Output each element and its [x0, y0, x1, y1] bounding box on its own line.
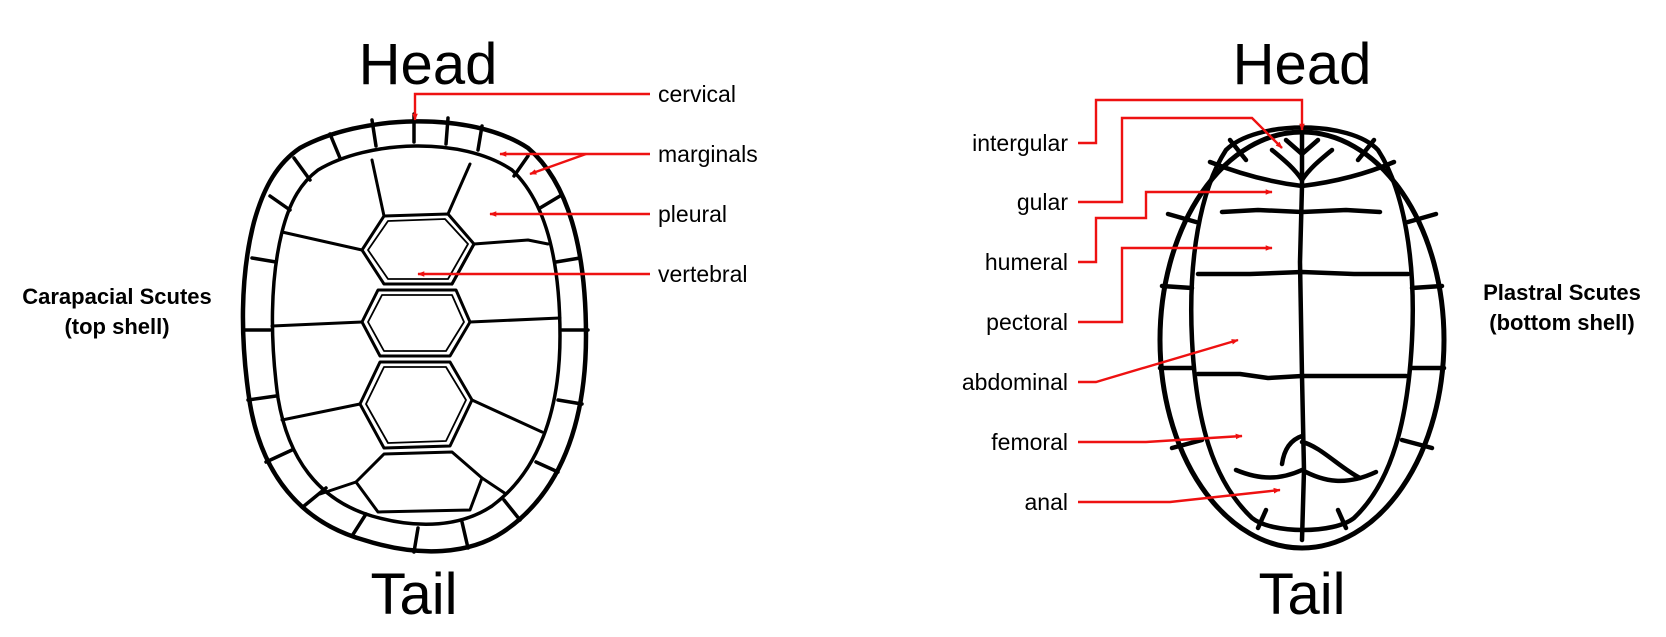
plastron-figure: Head Tail Plastral Scutes (bottom shell) [962, 32, 1641, 627]
plastron-labels: intergular gular humeral pectoral abdomi… [962, 130, 1068, 515]
plastron-leaders [1078, 98, 1305, 504]
label-anal: anal [1025, 489, 1068, 515]
plastron-caption-title: Plastral Scutes [1483, 280, 1641, 305]
label-pleural: pleural [658, 201, 727, 227]
label-humeral: humeral [985, 249, 1068, 275]
carapace-tail-label: Tail [370, 562, 457, 627]
carapace-shell [240, 112, 590, 554]
carapace-figure: Head Tail Carapacial Scutes (top shell) [22, 32, 757, 627]
label-gular: gular [1017, 189, 1068, 215]
plastron-caption-subtitle: (bottom shell) [1489, 310, 1634, 335]
plastron-shell [1157, 123, 1447, 551]
label-intergular: intergular [972, 130, 1068, 156]
carapace-leaders [412, 92, 650, 277]
carapace-head-label: Head [359, 32, 498, 97]
carapace-caption-title: Carapacial Scutes [22, 284, 212, 309]
plastron-head-label: Head [1233, 32, 1372, 97]
label-cervical: cervical [658, 81, 736, 107]
label-vertebral: vertebral [658, 261, 747, 287]
carapace-caption-subtitle: (top shell) [64, 314, 169, 339]
carapace-labels: cervical marginals pleural vertebral [658, 81, 758, 287]
label-pectoral: pectoral [986, 309, 1068, 335]
carapace-caption: Carapacial Scutes (top shell) [22, 284, 212, 339]
plastron-tail-label: Tail [1258, 562, 1345, 627]
label-abdominal: abdominal [962, 369, 1068, 395]
plastron-caption: Plastral Scutes (bottom shell) [1483, 280, 1641, 335]
label-marginals: marginals [658, 141, 758, 167]
label-femoral: femoral [991, 429, 1068, 455]
